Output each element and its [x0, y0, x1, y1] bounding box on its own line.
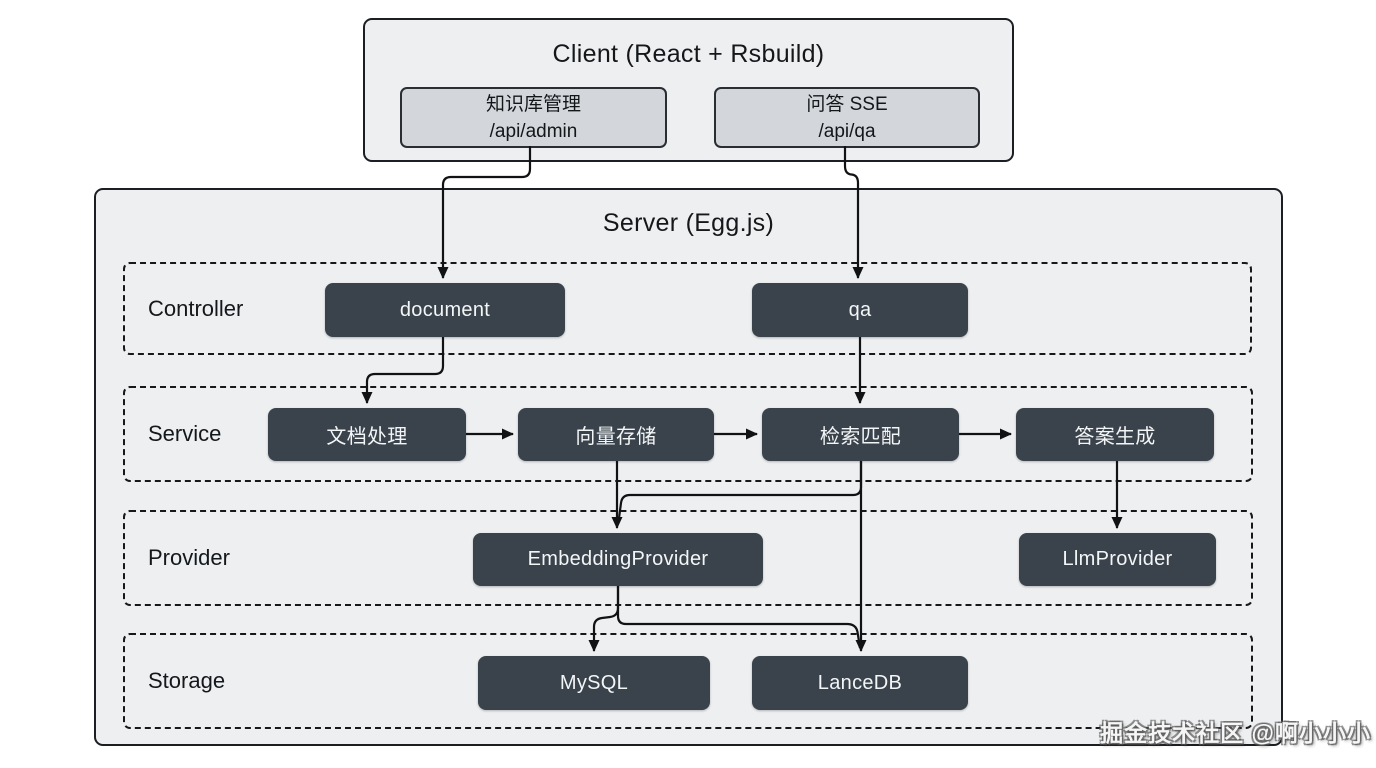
- node-document: document: [325, 283, 565, 337]
- layer-storage-label: Storage: [148, 668, 226, 693]
- node-answer-generation: 答案生成: [1016, 408, 1214, 461]
- client-module-qa-name: 问答 SSE: [806, 93, 888, 115]
- client-module-admin: 知识库管理 /api/admin: [400, 87, 667, 148]
- client-container: Client (React + Rsbuild) 知识库管理 /api/admi…: [363, 18, 1014, 162]
- client-module-admin-route: /api/admin: [489, 120, 578, 142]
- node-vector-store: 向量存储: [518, 408, 714, 461]
- layer-provider-label: Provider: [148, 545, 230, 570]
- layer-service-label: Service: [148, 421, 222, 446]
- node-llm-provider: LlmProvider: [1019, 533, 1216, 586]
- client-module-admin-name: 知识库管理: [485, 93, 581, 115]
- client-title: Client (React + Rsbuild): [552, 40, 825, 68]
- layer-controller: Controller: [123, 262, 1252, 355]
- watermark: 掘金技术社区 @啊小小小: [1100, 720, 1371, 746]
- node-qa: qa: [752, 283, 968, 337]
- node-embedding-provider: EmbeddingProvider: [473, 533, 763, 586]
- node-retrieval-match: 检索匹配: [762, 408, 959, 461]
- layer-controller-label: Controller: [148, 295, 244, 321]
- client-module-qa: 问答 SSE /api/qa: [714, 87, 980, 148]
- node-lancedb: LanceDB: [752, 656, 968, 710]
- node-mysql: MySQL: [478, 656, 710, 710]
- server-title: Server (Egg.js): [602, 209, 775, 237]
- client-module-qa-route: /api/qa: [818, 120, 876, 142]
- node-doc-processing: 文档处理: [268, 408, 466, 461]
